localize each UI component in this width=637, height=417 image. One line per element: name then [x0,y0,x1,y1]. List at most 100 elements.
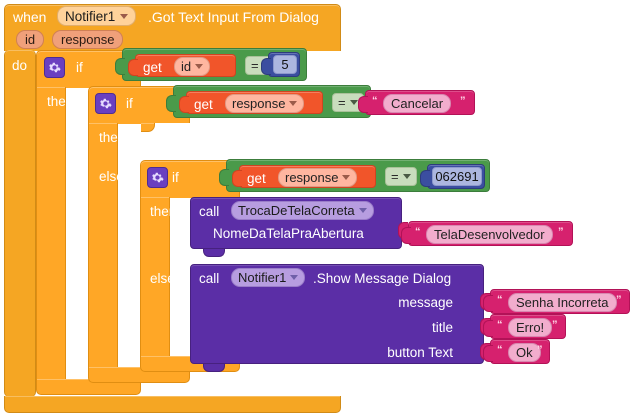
if-middle-else-label: else [99,169,124,184]
if-inner-condition-compare-block[interactable]: get response = 062691 [219,159,490,192]
get-id-block[interactable]: get id [128,54,236,77]
if-outer-then-label: then [47,94,74,109]
get-keyword-label: get [247,171,266,186]
text-senha-incorreta-field[interactable]: Senha Incorreta [508,293,617,312]
text-left-plug [483,294,493,312]
if-inner-left-spine [140,197,170,357]
if-middle-if-label: if [126,96,133,111]
text-erro-block[interactable]: “ Erro! ” [483,314,566,339]
text-teladesenvolvedor-block[interactable]: “ TelaDesenvolvedor ” [401,221,573,246]
call-procedure-name-dropdown[interactable]: TrocaDeTelaCorreta [231,201,374,220]
call-notifier-bottom-tab [203,364,225,372]
get-response-variable-label: response [232,96,286,111]
if-middle-condition-compare-block[interactable]: get response = [166,85,371,118]
get-keyword-label: get [194,97,213,112]
event-when-label: when [13,9,47,25]
if-middle-operator-label: = [338,95,346,110]
event-component-label: Notifier1 [65,8,116,24]
call-notifier-call-label: call [199,271,220,286]
number-5-block[interactable]: 5 [261,52,300,77]
text-senha-incorreta-block[interactable]: “ Senha Incorreta ” [483,289,630,314]
if-inner-then-label: then [150,204,177,219]
text-cancelar-field[interactable]: Cancelar [383,94,452,113]
text-left-plug [358,95,368,113]
chevron-down-icon [195,64,204,69]
event-component-dropdown[interactable]: Notifier1 [57,6,137,26]
open-quote-glyph: “ [497,319,503,331]
if-inner-operator-dropdown[interactable]: = [385,167,417,186]
event-param-id-label: id [25,32,36,47]
get-left-plug [232,169,242,187]
event-block-left-spine [4,50,36,397]
close-quote-glyph: ” [552,319,558,331]
if-middle-then-socket-notch [141,123,155,132]
call-notifier-component-label: Notifier1 [238,270,287,285]
text-erro-field[interactable]: Erro! [508,318,553,337]
close-quote-glyph: ” [460,95,466,107]
event-do-label: do [12,58,28,73]
call-notifier-arg-buttontext-label: button Text [387,345,453,360]
call-procedure-name-label: TrocaDeTelaCorreta [238,203,355,218]
text-teladesenvolvedor-field[interactable]: TelaDesenvolvedor [426,225,553,244]
text-left-plug [483,344,493,362]
get-response-block-2[interactable]: get response [232,165,376,188]
get-response-variable-dropdown-1[interactable]: response [225,94,305,113]
compare-left-plug [115,57,125,75]
get-response-block-1[interactable]: get response [179,91,323,114]
call-procedure-bottom-tab [203,249,225,257]
number-062691-field[interactable]: 062691 [432,167,482,186]
if-outer-operator-label: = [251,58,259,73]
get-response-variable-dropdown-2[interactable]: response [278,168,358,187]
if-middle-operator-dropdown[interactable]: = [332,93,364,112]
number-left-plug [261,57,271,75]
close-quote-glyph: ” [537,344,543,356]
if-inner-operator-label: = [391,169,399,184]
close-quote-glyph: ” [616,294,622,306]
if-outer-footer [36,379,141,395]
chevron-down-icon [402,174,411,179]
if-middle-then-label: then [99,130,126,145]
if-inner-mutator-gear-icon[interactable] [147,167,168,188]
text-ok-field[interactable]: Ok [508,343,541,362]
close-quote-glyph: ” [558,226,564,238]
text-left-plug [483,319,493,337]
call-notifier-arg-message-label: message [398,295,453,310]
chevron-down-icon [290,275,299,280]
if-outer-if-label: if [76,60,83,75]
compare-left-plug [166,94,176,112]
event-param-id[interactable]: id [16,30,45,49]
get-left-plug [128,58,138,76]
get-keyword-label: get [143,60,162,75]
get-left-plug [179,95,189,113]
call-procedure-arg-label: NomeDaTelaPraAbertura [213,226,364,241]
get-id-variable-label: id [181,59,192,74]
chevron-down-icon [342,175,351,180]
get-id-variable-dropdown[interactable]: id [174,57,211,76]
open-quote-glyph: “ [497,294,503,306]
get-response-variable-label: response [285,170,339,185]
event-name-label: .Got Text Input From Dialog [148,9,319,25]
chevron-down-icon [349,100,358,105]
chevron-down-icon [120,13,129,19]
call-notifier-method-label: .Show Message Dialog [313,271,452,286]
if-middle-mutator-gear-icon[interactable] [95,93,116,114]
if-outer-left-spine [36,87,66,380]
if-inner-if-label: if [172,170,179,185]
call-procedure-call-label: call [199,204,220,219]
text-left-plug [401,226,411,244]
number-062691-block[interactable]: 062691 [420,164,485,189]
chevron-down-icon [358,208,367,213]
event-param-response[interactable]: response [52,30,124,49]
text-ok-block[interactable]: “ Ok ” [483,339,550,364]
event-param-response-label: response [61,32,115,47]
compare-left-plug [219,168,229,186]
call-procedure-block[interactable]: call TrocaDeTelaCorreta NomeDaTelaPraAbe… [190,197,408,257]
call-notifier-component-dropdown[interactable]: Notifier1 [231,268,306,287]
number-5-field[interactable]: 5 [273,55,297,74]
call-notifier-block[interactable]: call Notifier1 .Show Message Dialog mess… [190,264,490,372]
text-cancelar-block[interactable]: “ Cancelar ” [358,90,475,115]
if-outer-mutator-gear-icon[interactable] [44,57,65,78]
number-left-plug [420,169,430,187]
open-quote-glyph: “ [415,226,421,238]
